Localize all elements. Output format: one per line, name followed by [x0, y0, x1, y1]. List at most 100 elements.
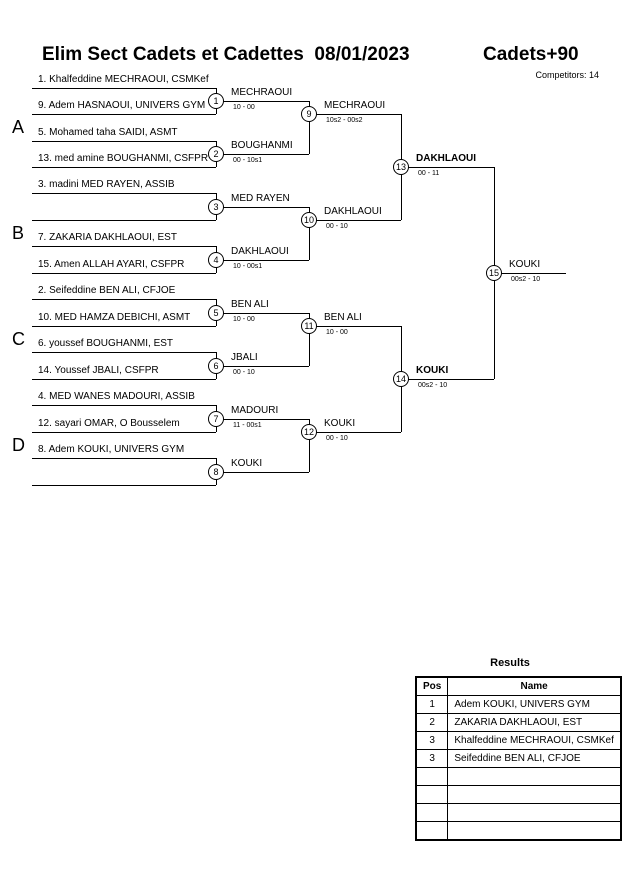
entry-name: 2. Seifeddine BEN ALI, CFJOE	[38, 285, 176, 296]
match-5-score: 10 - 00	[233, 316, 255, 323]
entry-line	[32, 326, 216, 327]
winner-line	[494, 273, 566, 274]
match-5-winner: BEN ALI	[231, 299, 269, 310]
entry-name: 8. Adem KOUKI, UNIVERS GYM	[38, 444, 185, 455]
table-row	[415, 785, 622, 804]
result-name: ZAKARIA DAKHLAOUI, EST	[447, 713, 622, 732]
match-11-score: 10 - 00	[326, 329, 348, 336]
result-pos	[415, 803, 449, 822]
match-2-winner: BOUGHANMI	[231, 140, 293, 151]
result-name	[447, 821, 622, 841]
entry-line	[32, 458, 216, 459]
winner-line	[216, 101, 309, 102]
match-9-winner: MECHRAOUI	[324, 100, 386, 111]
entry-line	[32, 432, 216, 433]
winner-line	[216, 419, 309, 420]
match-2-circle: 2	[208, 146, 224, 162]
results-title: Results	[490, 657, 530, 669]
match-2-score: 00 - 10s1	[233, 157, 263, 164]
competitors-count: Competitors: 14	[535, 70, 599, 80]
match-7-winner: MADOURI	[231, 405, 279, 416]
entry-line	[32, 88, 216, 89]
entry-line	[32, 246, 216, 247]
winner-line	[216, 472, 309, 473]
entry-name: 14. Youssef JBALI, CSFPR	[38, 365, 159, 376]
winner-line	[309, 326, 401, 327]
match-14-circle: 14	[393, 371, 409, 387]
match-1-winner: MECHRAOUI	[231, 87, 293, 98]
match-11-circle: 11	[301, 318, 317, 334]
entry-line	[32, 220, 216, 221]
match-9-circle: 9	[301, 106, 317, 122]
match-7-score: 11 - 00s1	[233, 422, 262, 429]
match-10-circle: 10	[301, 212, 317, 228]
table-row	[415, 767, 622, 786]
match-6-winner: JBALI	[231, 352, 258, 363]
entry-line	[32, 379, 216, 380]
result-name: Khalfeddine MECHRAOUI, CSMKef	[447, 731, 622, 750]
match-15-winner: KOUKI	[509, 259, 541, 270]
winner-line	[401, 379, 494, 380]
result-pos: 2	[415, 713, 449, 732]
entry-name: 13. med amine BOUGHANMI, CSFPR	[38, 153, 209, 164]
bracket-connector	[309, 207, 310, 260]
result-pos: 1	[415, 695, 449, 714]
entry-line	[32, 273, 216, 274]
entry-name: 12. sayari OMAR, O Bousselem	[38, 418, 180, 429]
table-row	[415, 803, 622, 822]
match-12-score: 00 - 10	[326, 435, 348, 442]
entry-name: 1. Khalfeddine MECHRAOUI, CSMKef	[38, 74, 209, 85]
result-name: Adem KOUKI, UNIVERS GYM	[447, 695, 622, 714]
match-14-score: 00s2 - 10	[418, 382, 448, 389]
match-3-circle: 3	[208, 199, 224, 215]
page-title: Elim Sect Cadets et Cadettes 08/01/2023	[42, 44, 410, 65]
entry-line	[32, 193, 216, 194]
match-13-winner: DAKHLAOUI	[416, 153, 476, 164]
match-11-winner: BEN ALI	[324, 312, 362, 323]
results-header-row: Pos Name	[415, 676, 622, 696]
match-1-score: 10 - 00	[233, 104, 255, 111]
match-15-circle: 15	[486, 265, 502, 281]
entry-name: 6. youssef BOUGHANMI, EST	[38, 338, 174, 349]
category-label: Cadets+90	[483, 44, 579, 65]
match-13-circle: 13	[393, 159, 409, 175]
bracket-connector	[309, 101, 310, 154]
winner-line	[309, 220, 401, 221]
result-pos	[415, 785, 449, 804]
winner-line	[216, 154, 309, 155]
result-pos	[415, 767, 449, 786]
result-pos: 3	[415, 749, 449, 768]
pool-label-b: B	[12, 223, 25, 243]
winner-line	[309, 432, 401, 433]
match-8-circle: 8	[208, 464, 224, 480]
match-12-winner: KOUKI	[324, 418, 356, 429]
entry-name: 15. Amen ALLAH AYARI, CSFPR	[38, 259, 185, 270]
result-pos	[415, 821, 449, 841]
pool-label-c: C	[12, 329, 25, 349]
entry-name: 5. Mohamed taha SAIDI, ASMT	[38, 127, 178, 138]
match-14-winner: KOUKI	[416, 365, 449, 376]
match-15-score: 00s2 - 10	[511, 276, 541, 283]
match-9-score: 10s2 - 00s2	[326, 117, 363, 124]
pool-label-a: A	[12, 117, 25, 137]
results-header-name: Name	[447, 676, 622, 696]
result-name: Seifeddine BEN ALI, CFJOE	[447, 749, 622, 768]
match-10-score: 00 - 10	[326, 223, 348, 230]
entry-name: 9. Adem HASNAOUI, UNIVERS GYM	[38, 100, 206, 111]
match-1-circle: 1	[208, 93, 224, 109]
match-8-winner: KOUKI	[231, 458, 263, 469]
entry-name: 10. MED HAMZA DEBICHI, ASMT	[38, 312, 191, 323]
result-pos: 3	[415, 731, 449, 750]
table-row	[415, 821, 622, 841]
match-7-circle: 7	[208, 411, 224, 427]
winner-line	[309, 114, 401, 115]
result-name	[447, 803, 622, 822]
winner-line	[216, 366, 309, 367]
pool-label-d: D	[12, 435, 25, 455]
entry-name: 3. madini MED RAYEN, ASSIB	[38, 179, 175, 190]
